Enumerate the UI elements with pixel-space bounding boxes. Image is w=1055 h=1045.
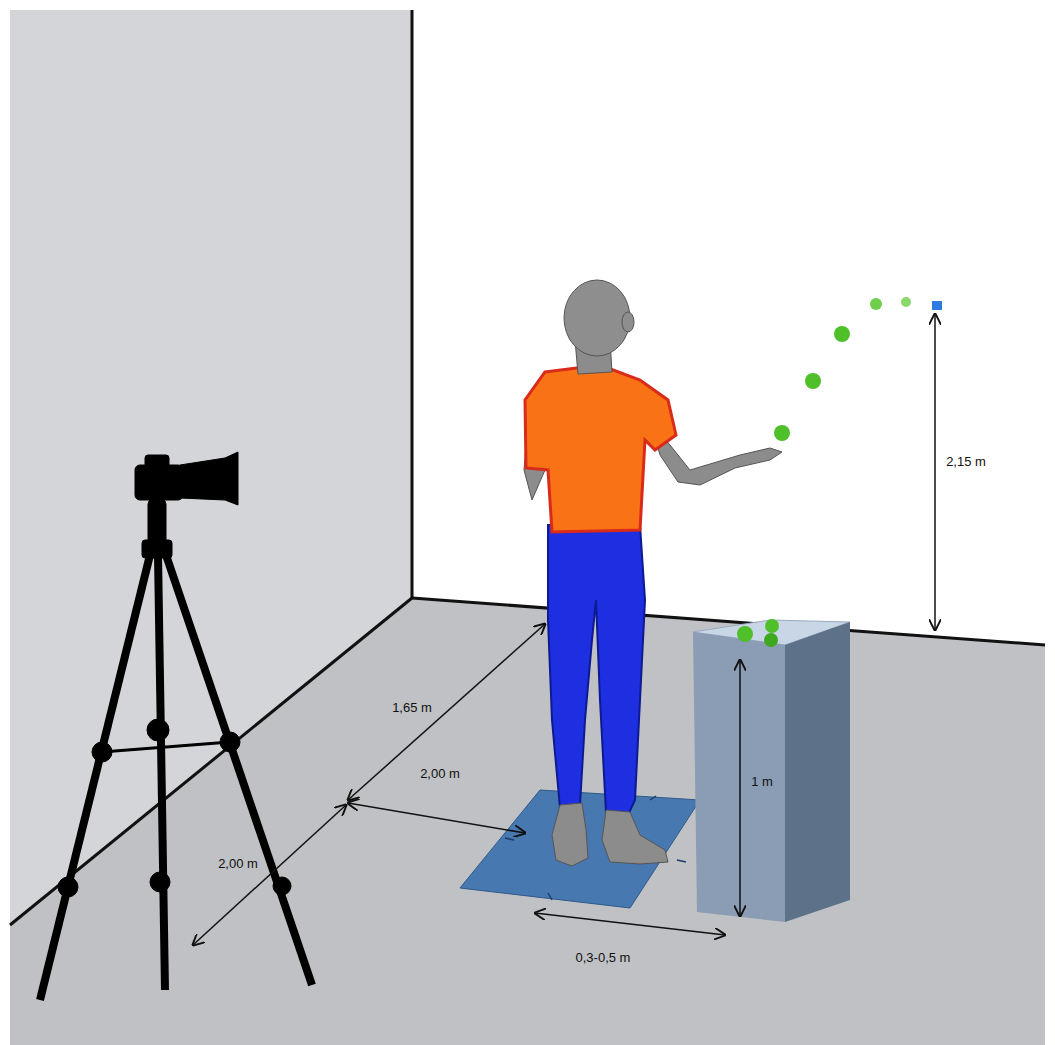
floor-mat: [460, 790, 700, 908]
dimension-label: 1,65 m: [389, 699, 435, 717]
dimension-label: 2,15 m: [943, 453, 989, 471]
dimension-lines: [193, 314, 935, 945]
back-wall: [412, 10, 1045, 645]
dimension-label: 2,00 m: [417, 765, 463, 783]
dimension-label: 0,3-0,5 m: [573, 949, 634, 967]
person: [524, 280, 782, 866]
tripod-camera: [40, 452, 312, 1000]
ball-trajectory: [774, 297, 942, 441]
pedestal: [693, 620, 850, 922]
wall-corner: [411, 10, 414, 598]
dimension-label: 1 m: [748, 773, 776, 791]
balls-on-pedestal: [737, 619, 779, 647]
dimension-label: 2,00 m: [215, 855, 261, 873]
mat-marks: [505, 796, 686, 900]
target-square: [932, 301, 942, 310]
